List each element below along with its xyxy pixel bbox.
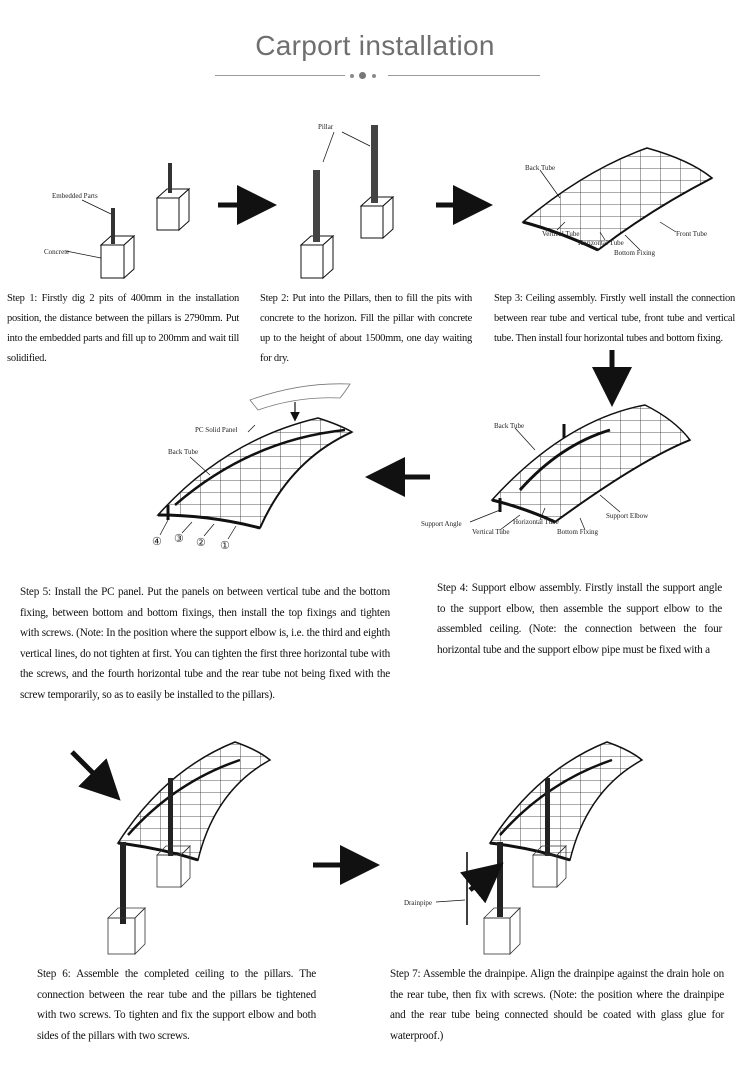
step1-illustration: Embedded Parts Concrete	[44, 163, 191, 280]
step3-ceiling-illustration: Back Tube Vertical Tube Horizontal Tube …	[521, 147, 714, 257]
step5-text: Step 5: Install the PC panel. Put the pa…	[20, 586, 390, 701]
label-number-4: ④	[152, 536, 162, 548]
label-front-tube: Front Tube	[676, 230, 707, 238]
title-divider-left	[215, 75, 345, 76]
label-drainpipe: Drainpipe	[404, 899, 432, 907]
label-back-tube: Back Tube	[494, 422, 524, 430]
step2-illustration: Pillar	[299, 123, 395, 280]
step5-pc-panel-illustration: PC Solid Panel Back Tube ④ ③ ② ①	[152, 383, 354, 552]
step6-ceiling-on-pillars-illustration	[70, 741, 272, 955]
label-number-2: ②	[196, 537, 206, 549]
step1-text: Step 1: Firstly dig 2 pits of 400mm in t…	[7, 293, 239, 364]
label-pillar: Pillar	[318, 123, 334, 131]
step6-text: Step 6: Assemble the completed ceiling t…	[37, 968, 316, 1042]
label-number-3: ③	[174, 533, 184, 545]
label-support-angle: Support Angle	[421, 520, 462, 528]
step2-text: Step 2: Put into the Pillars, then to fi…	[260, 293, 472, 364]
label-support-elbow: Support Elbow	[606, 512, 649, 520]
label-bottom-fixing: Bottom Fixing	[557, 528, 599, 536]
label-bottom-fixing: Bottom Fixing	[614, 249, 656, 257]
step3-text: Step 3: Ceiling assembly. Firstly well i…	[494, 293, 735, 344]
label-back-tube: Back Tube	[168, 448, 198, 456]
arrow-diagonal-icon	[70, 750, 121, 801]
label-vertical-tube: Vertical Tube	[542, 230, 580, 238]
step4-support-elbow-illustration: Back Tube Support Angle Vertical Tube Ho…	[421, 404, 692, 536]
label-horizontal-tube: Horizontal Tube	[513, 518, 559, 526]
label-horizontal-tube: Horizontal Tube	[578, 239, 624, 247]
divider-dot	[372, 74, 376, 78]
step7-drainpipe-illustration: Drainpipe	[404, 741, 644, 955]
divider-dot	[350, 74, 354, 78]
step7-text: Step 7: Assemble the drainpipe. Align th…	[390, 968, 724, 1042]
step4-text: Step 4: Support elbow assembly. Firstly …	[437, 582, 722, 656]
label-number-1: ①	[220, 540, 230, 552]
divider-dot	[359, 72, 366, 79]
label-concrete: Concrete	[44, 248, 69, 256]
label-back-tube: Back Tube	[525, 164, 555, 172]
arrow-diagonal-icon	[459, 862, 504, 904]
label-pc-solid-panel: PC Solid Panel	[195, 426, 237, 434]
title-divider-right	[388, 75, 540, 76]
label-vertical-tube: Vertical Tube	[472, 528, 510, 536]
page-title: Carport installation	[255, 30, 495, 61]
label-embedded-parts: Embedded Parts	[52, 192, 98, 200]
